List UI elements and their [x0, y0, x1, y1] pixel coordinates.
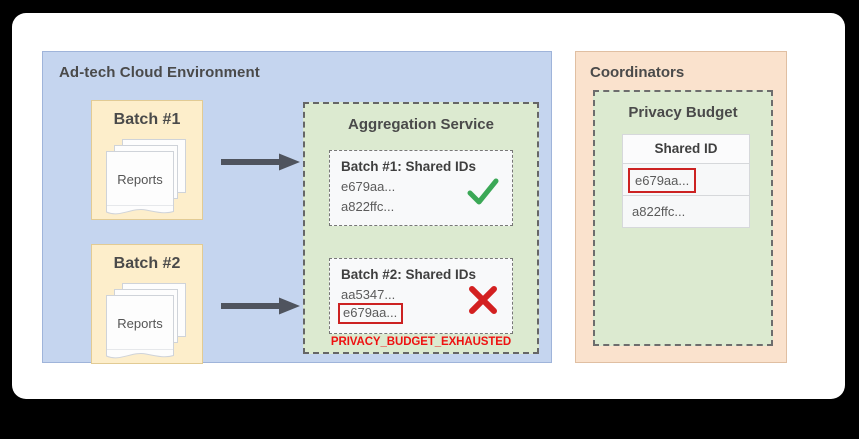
privacy-budget-error-label: PRIVACY_BUDGET_EXHAUSTED — [330, 336, 512, 348]
batch-2-box: Batch #2 Reports — [91, 244, 203, 364]
arrow-right-icon-batch-2 — [221, 297, 300, 315]
batch-1-shared-ids-card: Batch #1: Shared IDs e679aa... a822ffc..… — [329, 150, 513, 226]
batch-2-report-label: Reports — [117, 316, 163, 331]
aggregation-service-title: Aggregation Service — [348, 116, 494, 133]
batch-2-title: Batch #2 — [113, 255, 181, 272]
document-wave-edge-icon — [106, 205, 174, 215]
privacy-budget-title: Privacy Budget — [628, 104, 738, 121]
adtech-panel-title: Ad-tech Cloud Environment — [59, 64, 260, 81]
cross-mark-icon — [469, 286, 497, 314]
check-mark-icon — [467, 178, 499, 205]
batch-2-reports-stack: Reports — [106, 283, 190, 359]
batch-1-reports-stack: Reports — [106, 139, 190, 215]
privacy-budget-table: Shared ID e679aa... a822ffc... — [622, 134, 750, 228]
adtech-cloud-environment-panel: Ad-tech Cloud Environment Batch #1 Repor… — [42, 51, 552, 364]
batch-2-shared-ids-card: Batch #2: Shared IDs aa5347... e679aa... — [329, 258, 513, 334]
diagram-canvas: Ad-tech Cloud Environment Batch #1 Repor… — [12, 13, 845, 399]
table-row: e679aa... — [623, 164, 749, 196]
batch-1-card-heading: Batch #1: Shared IDs — [341, 159, 477, 174]
shared-id-value-flagged: e679aa... — [628, 168, 697, 193]
batch-1-shared-id-2: a822ffc... — [341, 199, 395, 214]
privacy-budget-panel: Privacy Budget Shared ID e679aa... a822f… — [593, 90, 773, 346]
batch-2-flagged-shared-id: e679aa... — [338, 303, 404, 324]
coordinators-title: Coordinators — [590, 64, 685, 81]
batch-1-title: Batch #1 — [113, 111, 181, 128]
aggregation-service-panel: Aggregation Service Batch #1: Shared IDs… — [303, 102, 539, 354]
arrow-right-icon-batch-1 — [221, 153, 300, 171]
batch-1-report-label: Reports — [117, 172, 163, 187]
batch-1-box: Batch #1 Reports — [91, 100, 203, 220]
batch-1-shared-id-1: e679aa... — [341, 179, 396, 194]
table-header-shared-id: Shared ID — [623, 135, 749, 164]
report-doc-front: Reports — [106, 151, 174, 215]
report-doc-front: Reports — [106, 295, 174, 359]
document-wave-edge-icon — [106, 349, 174, 359]
coordinators-panel: Coordinators Privacy Budget Shared ID e6… — [575, 51, 787, 363]
table-row: a822ffc... — [623, 196, 749, 227]
batch-2-shared-id-1: aa5347... — [341, 287, 396, 302]
batch-2-card-heading: Batch #2: Shared IDs — [341, 267, 477, 282]
